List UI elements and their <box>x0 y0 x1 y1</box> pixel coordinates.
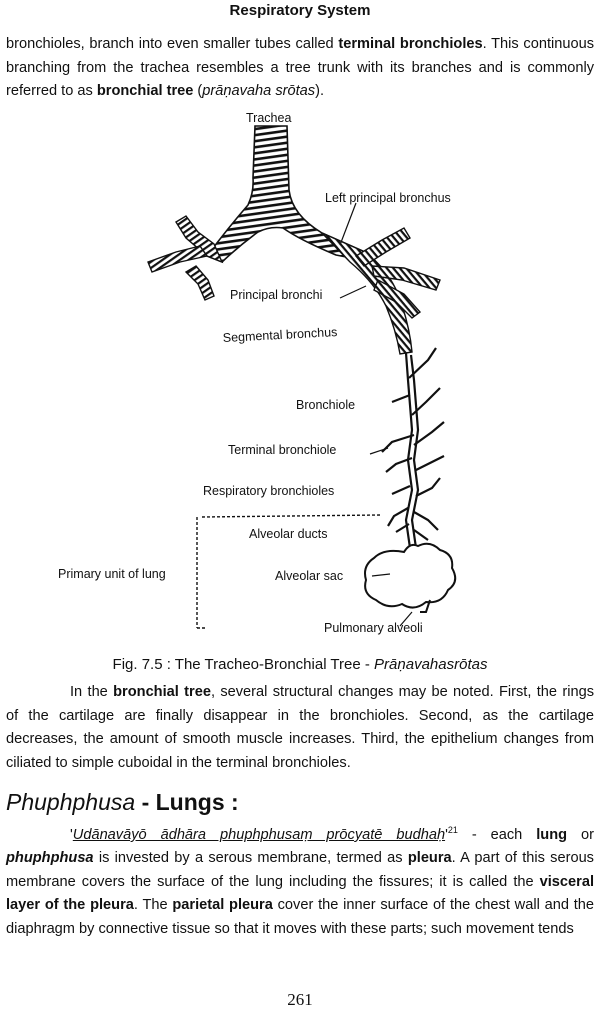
text: . A part of this serous membrane covers … <box>6 850 594 890</box>
alveolar-sac-shape <box>364 542 457 609</box>
heading-italic: Phuphphusa <box>6 789 136 815</box>
tracheo-bronchial-tree-diagram: Trachea Left principal bronchus Principa… <box>58 111 457 635</box>
label-alveolar-sac: Alveolar sac <box>275 569 343 583</box>
text: , several structural changes may be note… <box>6 684 594 771</box>
left-bronchus-branch <box>354 227 411 267</box>
term-parietal-pleura: parietal pleura <box>172 897 273 914</box>
right-bronchus-branch <box>147 245 209 273</box>
left-bronchus-branch <box>373 279 422 319</box>
caption-text: Fig. 7.5 : The Tracheo-Bronchial Tree - <box>112 656 375 673</box>
term-pranavaha-srotas: prāṇavaha srōtas <box>202 83 316 99</box>
primary-unit-bracket <box>196 514 381 629</box>
figure-caption: Fig. 7.5 : The Tracheo-Bronchial Tree - … <box>0 656 600 673</box>
text: In the <box>70 684 114 700</box>
running-header: Respiratory System <box>229 2 371 19</box>
term-phuphphusa: phuphphusa <box>6 850 94 867</box>
term-bronchial-tree: bronchial tree <box>96 83 194 99</box>
label-trachea: Trachea <box>246 111 291 125</box>
label-pulmonary-alveoli: Pulmonary alveoli <box>324 621 423 635</box>
label-segmental-bronchus: Segmental bronchus <box>222 325 337 345</box>
leader-line <box>339 285 367 299</box>
intro-paragraph: bronchioles, branch into even smaller tu… <box>6 33 594 104</box>
label-bronchiole: Bronchiole <box>296 398 355 412</box>
section-heading-lungs: Phuphphusa - Lungs : <box>6 789 239 816</box>
leader-line <box>339 202 357 246</box>
quote-mark: ' <box>445 826 448 843</box>
term-bronchial-tree: bronchial tree <box>113 684 211 700</box>
label-alveolar-ducts: Alveolar ducts <box>249 527 328 541</box>
label-terminal-bronchiole: Terminal bronchiole <box>228 443 336 457</box>
text: bronchioles, branch into even smaller tu… <box>6 36 339 52</box>
structural-changes-paragraph: In the bronchial tree, several structura… <box>6 681 594 775</box>
term-terminal-bronchioles: terminal bronchioles <box>338 36 483 52</box>
text: - each <box>457 826 537 843</box>
heading-text: - Lungs : <box>135 789 239 815</box>
term-visceral-layer: visceral layer of the pleura <box>6 873 594 914</box>
term-pleura: pleura <box>407 850 452 867</box>
text: or <box>567 826 594 843</box>
right-bronchus-branch <box>184 265 215 301</box>
text: ). <box>315 83 324 99</box>
label-left-principal-bronchus: Left principal bronchus <box>325 191 451 205</box>
term-lung: lung <box>536 826 568 843</box>
footnote-ref: 21 <box>447 825 458 835</box>
lungs-paragraph: 'Udānavāyō ādhāra phuphphusaṃ prōcyatē b… <box>6 819 594 941</box>
left-bronchus-branch <box>371 265 441 291</box>
alveolus-tip <box>420 599 431 613</box>
sanskrit-verse: Udānavāyō ādhāra phuphphusaṃ prōcyatē bu… <box>72 826 446 843</box>
text: cover the inner surface of the chest wal… <box>6 897 594 937</box>
bronchiole-branches <box>381 347 445 549</box>
caption-italic: Prāṇavahasrōtas <box>374 656 488 673</box>
text: is invested by a serous membrane, termed… <box>93 850 408 867</box>
text: . This continuous branching from the tra… <box>6 36 594 99</box>
text: . The <box>133 897 173 914</box>
label-primary-unit-of-lung: Primary unit of lung <box>58 567 166 581</box>
leader-line <box>369 447 389 455</box>
verse-line-wrapper: 'Udānavāyō ādhāra phuphphusaṃ prōcyatē b… <box>6 819 594 941</box>
label-principal-bronchi: Principal bronchi <box>230 288 322 302</box>
quote-mark: ' <box>70 826 73 843</box>
leader-line <box>399 611 413 627</box>
leader-line <box>371 573 391 577</box>
label-respiratory-bronchioles: Respiratory bronchioles <box>203 484 334 498</box>
text: ( <box>193 83 203 99</box>
page-number: 261 <box>287 990 313 1009</box>
